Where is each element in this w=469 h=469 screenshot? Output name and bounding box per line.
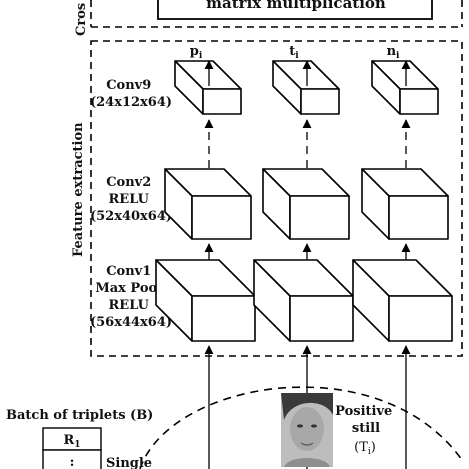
positive-still-index: (Ti) <box>354 440 376 457</box>
batch-table <box>42 427 102 469</box>
conv2-block-p <box>164 168 252 240</box>
layer-blocks <box>155 60 453 342</box>
conv2-label: Conv2 RELU (52x40x64) <box>90 175 172 224</box>
conv2-block-t <box>262 168 350 240</box>
positive-still-image <box>281 393 333 467</box>
input-region-arc <box>139 386 463 469</box>
conv9-block-n <box>371 60 439 115</box>
output-label-p: pi <box>190 44 203 61</box>
conv9-label: Conv9 (24x12x64) <box>90 78 172 110</box>
batch-title: Batch of triplets (B) <box>6 408 153 423</box>
conv2-block-n <box>361 168 449 240</box>
conv1-block-n <box>352 259 453 342</box>
cross-section-side-label: Cros <box>74 3 89 36</box>
positive-still-label: Positive still <box>335 404 397 436</box>
conv1-block-t <box>253 259 354 342</box>
matrix-multiplication-label: matrix multiplication <box>206 0 386 12</box>
conv9-block-p <box>174 60 242 115</box>
output-label-t: ti <box>289 44 299 61</box>
output-label-n: ni <box>387 44 400 61</box>
feature-extraction-side-label: Feature extraction <box>71 122 86 257</box>
conv9-block-t <box>272 60 340 115</box>
feature-extraction-border <box>90 40 463 357</box>
batch-row-ellipsis: : <box>70 455 75 469</box>
matrix-multiplication-box <box>157 0 433 20</box>
batch-row-r1: R1 <box>63 433 80 450</box>
cross-section: matrix multiplication Cros <box>74 0 463 36</box>
conv1-label: Conv1 Max Pool RELU (56x44x64) <box>90 264 172 330</box>
single-label: Single <box>106 456 152 469</box>
conv1-block-p <box>155 259 256 342</box>
feature-extraction: Feature extraction pi ti ni Conv9 (24x12… <box>71 40 463 469</box>
